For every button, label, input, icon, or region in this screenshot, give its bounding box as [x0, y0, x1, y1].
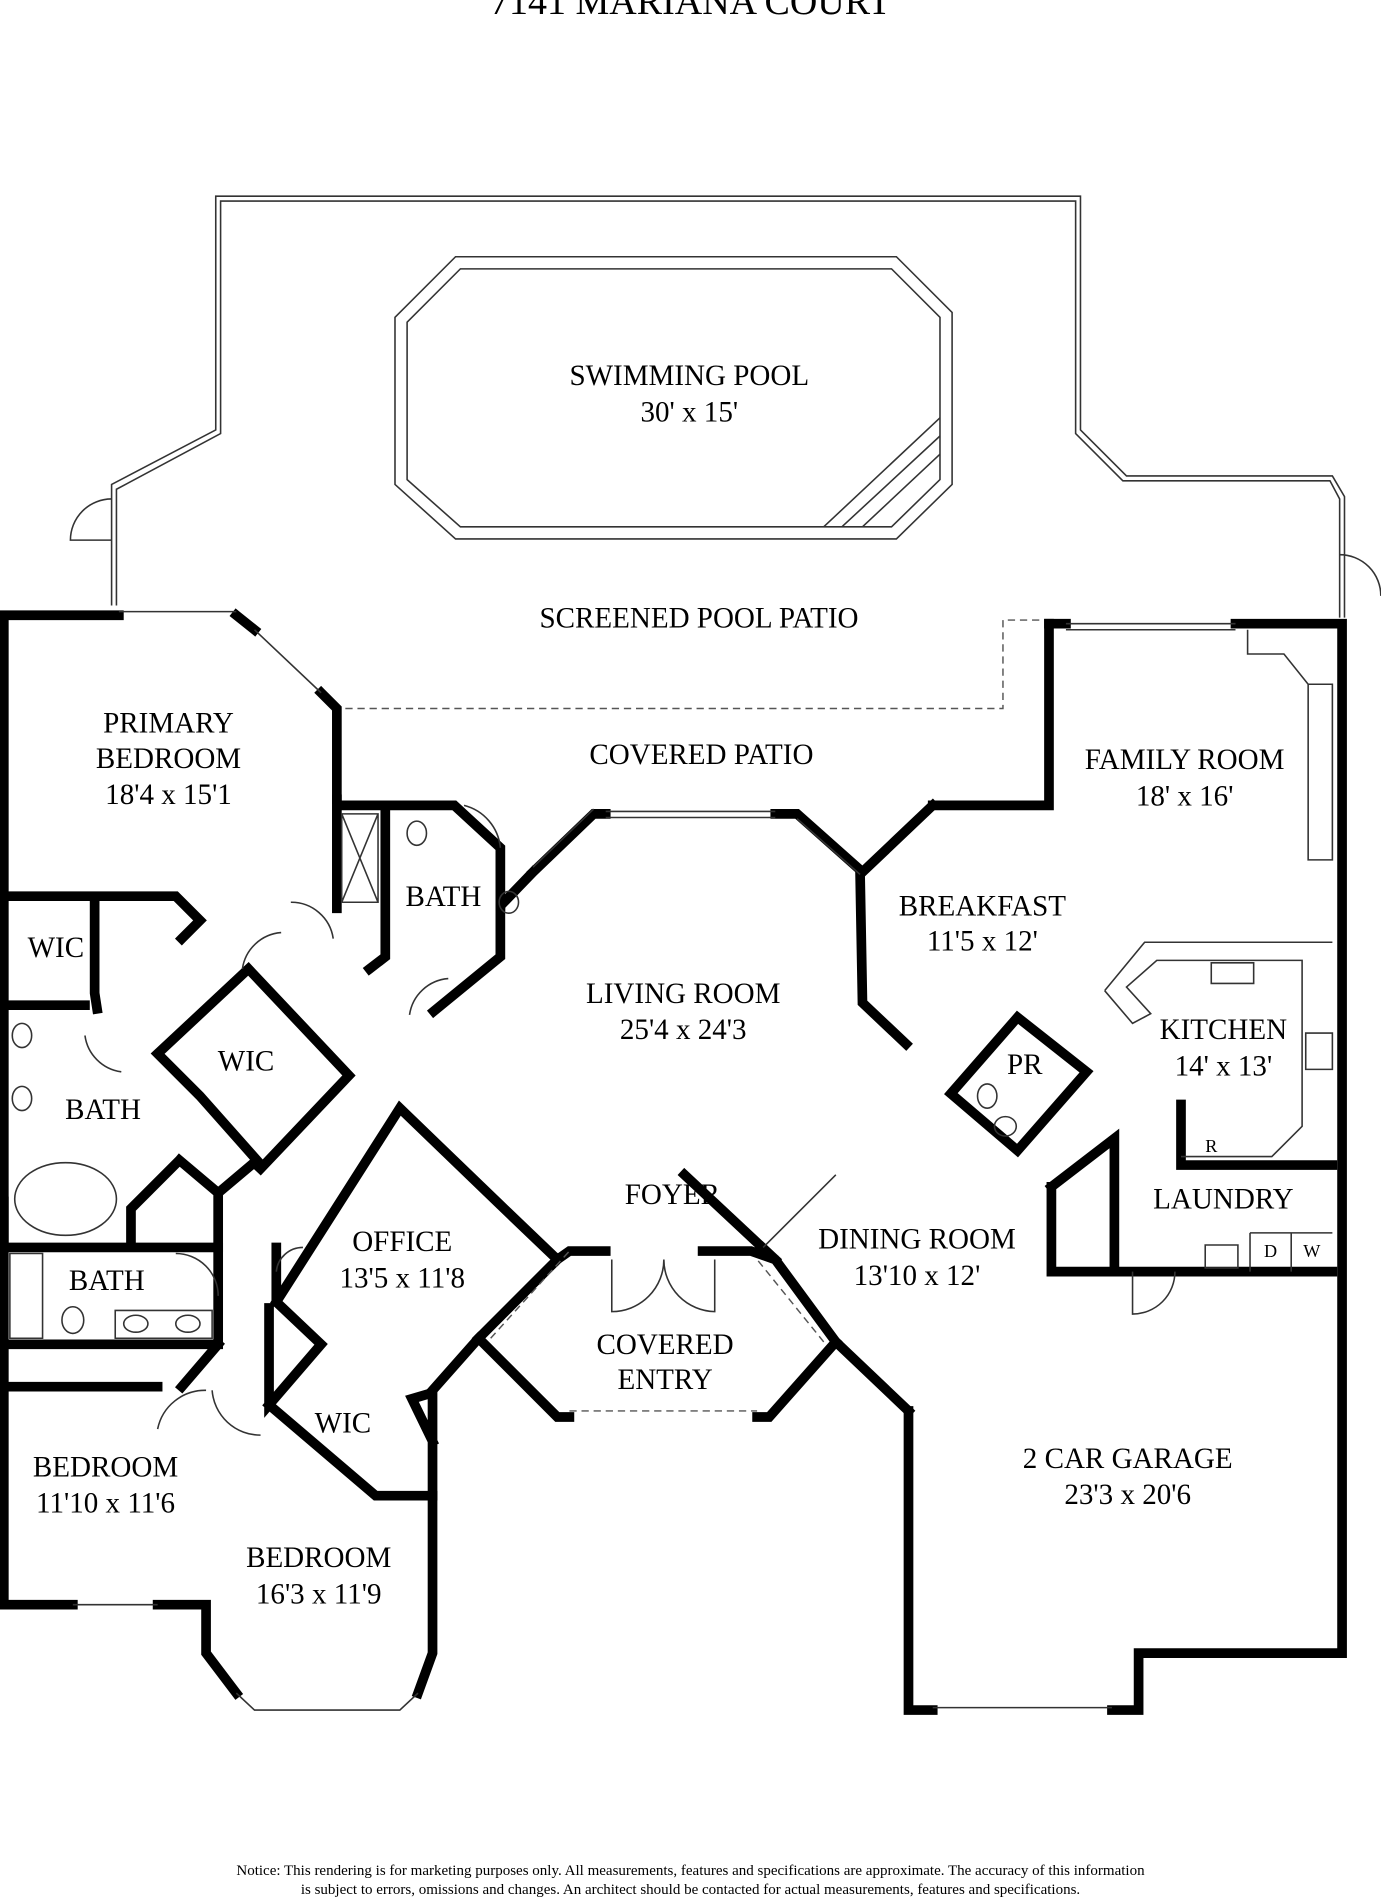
room-size-garage: 23'3 x 20'6 [1064, 1479, 1191, 1511]
notice-line-1: Notice: This rendering is for marketing … [236, 1863, 1145, 1879]
room-name-foyer: FOYER [625, 1179, 721, 1211]
washer-label: W [1303, 1241, 1321, 1261]
room-name-pool: SWIMMING POOL [569, 360, 809, 392]
room-name-wic: WIC [218, 1046, 274, 1078]
room-size-bedroom: 11'10 x 11'6 [36, 1488, 175, 1520]
room-size-primary-bedroom: 18'4 x 15'1 [105, 779, 232, 811]
room-name-bedroom: BEDROOM [33, 1451, 178, 1483]
room-name-powder-room: PR [1007, 1049, 1043, 1081]
swimming-pool [394, 255, 953, 540]
room-name-primary-bedroom: PRIMARY [103, 708, 234, 740]
room-name-family-room: FAMILY ROOM [1085, 744, 1285, 776]
room-size-pool: 30' x 15' [640, 396, 738, 428]
room-name-kitchen: KITCHEN [1160, 1014, 1287, 1046]
room-name-laundry: LAUNDRY [1153, 1184, 1293, 1216]
room-name-wic: WIC [315, 1408, 371, 1440]
notice-line-2: is subject to errors, omissions and chan… [300, 1882, 1081, 1898]
room-size-office: 13'5 x 11'8 [339, 1262, 465, 1294]
fridge-label: R [1205, 1136, 1218, 1156]
room-name-living-room: LIVING ROOM [586, 978, 780, 1010]
room-name-dining-room: DINING ROOM [818, 1224, 1016, 1256]
covered-patio-boundary [345, 619, 1045, 710]
room-name-covered-entry: COVERED [596, 1329, 733, 1361]
room-name-bath: BATH [406, 881, 482, 913]
room-size-living-room: 25'4 x 24'3 [620, 1014, 747, 1046]
plan-title: 7141 MARIANA COURT [490, 0, 891, 23]
room-name-bath: BATH [69, 1265, 145, 1297]
room-name-covered-entry-2: ENTRY [617, 1364, 712, 1396]
room-name-bedroom: BEDROOM [246, 1542, 391, 1574]
room-name-wic: WIC [28, 932, 84, 964]
room-size-dining-room: 13'10 x 12' [854, 1260, 981, 1292]
room-size-breakfast: 11'5 x 12' [927, 926, 1038, 958]
room-name-primary-bedroom-2: BEDROOM [96, 743, 241, 775]
room-name-covered-patio: COVERED PATIO [589, 739, 813, 771]
room-name-breakfast: BREAKFAST [899, 891, 1067, 923]
room-name-garage: 2 CAR GARAGE [1023, 1443, 1233, 1475]
notice: Notice: This rendering is for marketing … [0, 1862, 1381, 1900]
room-name-screened-patio: SCREENED POOL PATIO [539, 602, 858, 634]
room-size-bedroom: 16'3 x 11'9 [256, 1578, 382, 1610]
dryer-label: D [1264, 1241, 1277, 1261]
pool-enclosure [110, 195, 1346, 618]
room-name-bath: BATH [65, 1094, 141, 1126]
room-size-family-room: 18' x 16' [1136, 780, 1234, 812]
room-size-kitchen: 14' x 13' [1175, 1050, 1273, 1082]
room-name-office: OFFICE [352, 1226, 452, 1258]
